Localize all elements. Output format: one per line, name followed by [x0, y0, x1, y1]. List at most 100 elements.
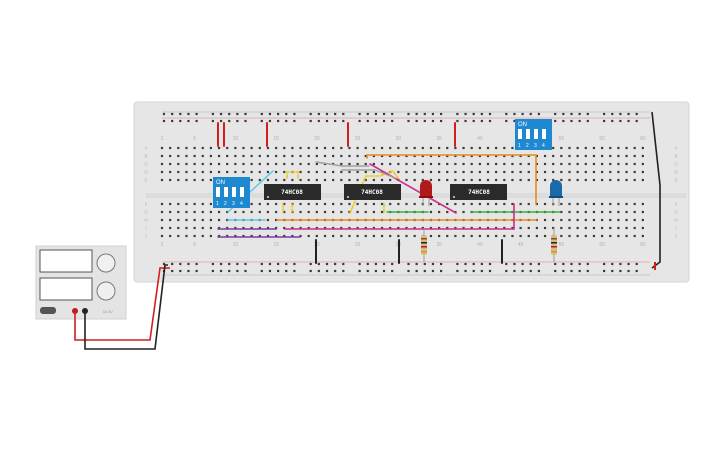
breadboard-hole[interactable]	[160, 210, 164, 214]
breadboard-hole[interactable]	[291, 178, 294, 182]
breadboard-hole[interactable]	[478, 226, 481, 230]
breadboard-hole[interactable]	[266, 202, 270, 206]
breadboard-hole[interactable]	[187, 112, 190, 116]
breadboard-hole[interactable]	[586, 262, 589, 266]
breadboard-hole[interactable]	[250, 154, 253, 158]
breadboard-hole[interactable]	[641, 218, 644, 222]
breadboard-hole[interactable]	[488, 112, 492, 116]
breadboard-hole[interactable]	[334, 119, 337, 123]
breadboard-hole[interactable]	[162, 119, 166, 123]
breadboard-hole[interactable]	[421, 170, 424, 174]
breadboard-hole[interactable]	[488, 119, 492, 123]
breadboard-hole[interactable]	[625, 234, 628, 238]
breadboard-hole[interactable]	[462, 178, 465, 182]
dip-toggle[interactable]	[526, 129, 530, 139]
breadboard-hole[interactable]	[470, 170, 473, 174]
breadboard-hole[interactable]	[462, 162, 465, 166]
breadboard-hole[interactable]	[307, 170, 310, 174]
breadboard-hole[interactable]	[611, 119, 614, 123]
breadboard-hole[interactable]	[584, 154, 587, 158]
breadboard-hole[interactable]	[503, 202, 506, 206]
breadboard-hole[interactable]	[537, 269, 540, 273]
breadboard-hole[interactable]	[454, 226, 457, 230]
breadboard-hole[interactable]	[348, 226, 351, 230]
breadboard-hole[interactable]	[413, 162, 416, 166]
breadboard-hole[interactable]	[340, 146, 343, 150]
breadboard-hole[interactable]	[209, 226, 212, 230]
breadboard-hole[interactable]	[543, 202, 547, 206]
breadboard-hole[interactable]	[625, 162, 628, 166]
breadboard-hole[interactable]	[185, 226, 188, 230]
breadboard-hole[interactable]	[601, 210, 604, 214]
breadboard-hole[interactable]	[307, 146, 310, 150]
breadboard-hole[interactable]	[601, 218, 604, 222]
breadboard-hole[interactable]	[195, 262, 198, 266]
breadboard-hole[interactable]	[603, 112, 606, 116]
breadboard-hole[interactable]	[307, 226, 310, 230]
breadboard-hole[interactable]	[277, 262, 280, 266]
breadboard-hole[interactable]	[283, 210, 286, 214]
breadboard-hole[interactable]	[162, 112, 166, 116]
breadboard-hole[interactable]	[521, 112, 524, 116]
breadboard-hole[interactable]	[283, 226, 286, 230]
breadboard-hole[interactable]	[568, 210, 571, 214]
breadboard-hole[interactable]	[513, 112, 516, 116]
breadboard-hole[interactable]	[226, 226, 229, 230]
breadboard-hole[interactable]	[554, 262, 557, 266]
breadboard-hole[interactable]	[266, 234, 270, 238]
breadboard-hole[interactable]	[552, 226, 555, 230]
breadboard-hole[interactable]	[250, 210, 253, 214]
breadboard-hole[interactable]	[576, 218, 579, 222]
breadboard-hole[interactable]	[478, 202, 481, 206]
breadboard-hole[interactable]	[332, 178, 335, 182]
breadboard-hole[interactable]	[193, 226, 196, 230]
breadboard-hole[interactable]	[470, 226, 473, 230]
breadboard-hole[interactable]	[454, 162, 457, 166]
breadboard-hole[interactable]	[397, 202, 400, 206]
breadboard-hole[interactable]	[423, 112, 426, 116]
breadboard-hole[interactable]	[554, 119, 557, 123]
breadboard-hole[interactable]	[185, 234, 188, 238]
breadboard-hole[interactable]	[185, 178, 188, 182]
breadboard-hole[interactable]	[266, 154, 270, 158]
breadboard-hole[interactable]	[407, 119, 410, 123]
breadboard-hole[interactable]	[380, 154, 384, 158]
breadboard-hole[interactable]	[299, 162, 302, 166]
breadboard-hole[interactable]	[160, 234, 164, 238]
breadboard-hole[interactable]	[617, 202, 620, 206]
breadboard-hole[interactable]	[260, 262, 263, 266]
breadboard-hole[interactable]	[592, 154, 596, 158]
breadboard-hole[interactable]	[372, 178, 375, 182]
breadboard-hole[interactable]	[617, 210, 620, 214]
breadboard-hole[interactable]	[323, 154, 327, 158]
breadboard-hole[interactable]	[464, 269, 467, 273]
breadboard-hole[interactable]	[217, 226, 221, 230]
breadboard-hole[interactable]	[552, 162, 555, 166]
breadboard-hole[interactable]	[234, 162, 237, 166]
breadboard-hole[interactable]	[421, 154, 424, 158]
breadboard-hole[interactable]	[201, 210, 204, 214]
breadboard-hole[interactable]	[374, 119, 377, 123]
breadboard-hole[interactable]	[307, 202, 310, 206]
wire-black[interactable]	[84, 264, 168, 350]
breadboard-hole[interactable]	[209, 154, 212, 158]
breadboard-hole[interactable]	[609, 178, 612, 182]
breadboard-hole[interactable]	[228, 269, 231, 273]
breadboard-hole[interactable]	[277, 112, 280, 116]
breadboard-hole[interactable]	[438, 170, 441, 174]
breadboard-hole[interactable]	[438, 234, 441, 238]
breadboard-hole[interactable]	[429, 146, 433, 150]
breadboard-hole[interactable]	[641, 154, 644, 158]
breadboard-hole[interactable]	[568, 178, 571, 182]
breadboard-hole[interactable]	[578, 269, 581, 273]
breadboard-hole[interactable]	[601, 162, 604, 166]
breadboard-hole[interactable]	[635, 269, 638, 273]
breadboard-hole[interactable]	[356, 234, 359, 238]
breadboard-hole[interactable]	[619, 269, 622, 273]
breadboard-hole[interactable]	[527, 226, 530, 230]
breadboard-hole[interactable]	[323, 202, 327, 206]
breadboard-hole[interactable]	[342, 112, 345, 116]
breadboard-hole[interactable]	[568, 234, 571, 238]
breadboard-hole[interactable]	[633, 162, 636, 166]
breadboard-hole[interactable]	[576, 146, 579, 150]
